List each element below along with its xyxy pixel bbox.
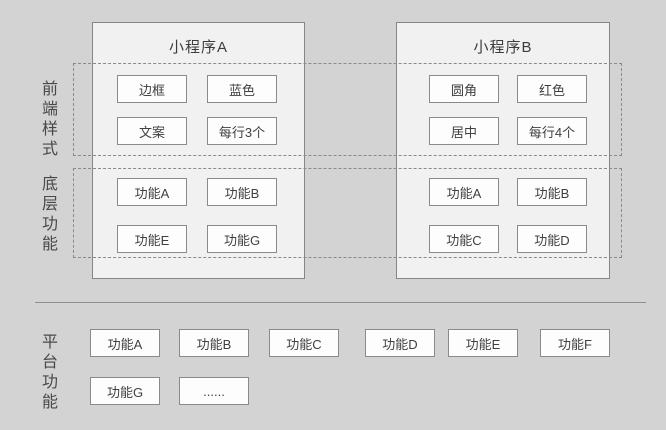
program-a-style-chip: 蓝色	[207, 75, 277, 103]
program-a-function-chip: 功能G	[207, 225, 277, 253]
program-b-title: 小程序B	[473, 39, 533, 56]
program-b-style-chip: 红色	[517, 75, 587, 103]
frontend-style-band	[73, 63, 622, 156]
program-a-function-chip: 功能A	[117, 178, 187, 206]
program-b-style-chip: 居中	[429, 117, 499, 145]
program-b-style-chip: 每行4个	[517, 117, 587, 145]
platform-function-chip: 功能C	[269, 329, 339, 357]
program-a-function-chip: 功能B	[207, 178, 277, 206]
platform-function-chip: 功能B	[179, 329, 249, 357]
program-b-function-chip: 功能B	[517, 178, 587, 206]
program-b-function-chip: 功能C	[429, 225, 499, 253]
program-a-style-chip: 边框	[117, 75, 187, 103]
underlying-function-label: 底层功能	[41, 176, 58, 253]
platform-function-chip: 功能E	[448, 329, 518, 357]
program-a-title: 小程序A	[168, 39, 228, 56]
program-a-style-chip: 文案	[117, 117, 187, 145]
program-b-function-chip: 功能A	[429, 178, 499, 206]
platform-function-label: 平台功能	[41, 334, 58, 411]
platform-function-chip: 功能D	[365, 329, 435, 357]
platform-ellipsis-chip: ......	[179, 377, 249, 405]
frontend-style-label: 前端样式	[41, 81, 58, 158]
program-b-style-chip: 圆角	[429, 75, 499, 103]
underlying-function-band	[73, 168, 622, 258]
platform-function-chip: 功能G	[90, 377, 160, 405]
section-divider	[35, 302, 646, 303]
platform-function-chip: 功能F	[540, 329, 610, 357]
program-a-style-chip: 每行3个	[207, 117, 277, 145]
platform-function-chip: 功能A	[90, 329, 160, 357]
program-a-function-chip: 功能E	[117, 225, 187, 253]
program-b-function-chip: 功能D	[517, 225, 587, 253]
